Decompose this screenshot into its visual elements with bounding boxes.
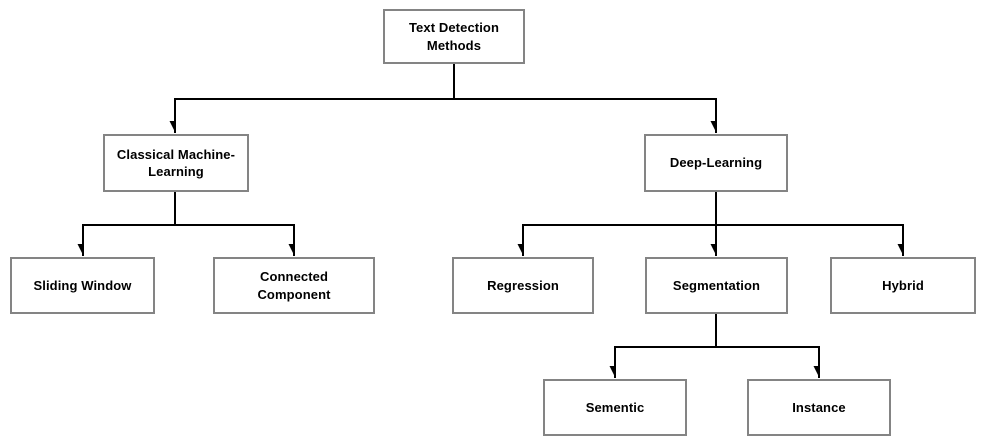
node-segmentation: Segmentation: [645, 257, 788, 314]
node-deep-learning: Deep-Learning: [644, 134, 788, 192]
connector-segmentation-to-children: [615, 313, 820, 378]
node-classical-machine-learning: Classical Machine- Learning: [103, 134, 249, 192]
node-instance: Instance: [747, 379, 891, 436]
connector-root-to-level2: [175, 63, 717, 133]
node-connected-component: Connected Component: [213, 257, 375, 314]
node-hybrid: Hybrid: [830, 257, 976, 314]
node-regression: Regression: [452, 257, 594, 314]
node-sliding-window: Sliding Window: [10, 257, 155, 314]
node-sementic: Sementic: [543, 379, 687, 436]
connector-deep-to-children: [523, 191, 904, 256]
node-text-detection-methods: Text Detection Methods: [383, 9, 525, 64]
connector-classical-to-children: [83, 191, 295, 256]
